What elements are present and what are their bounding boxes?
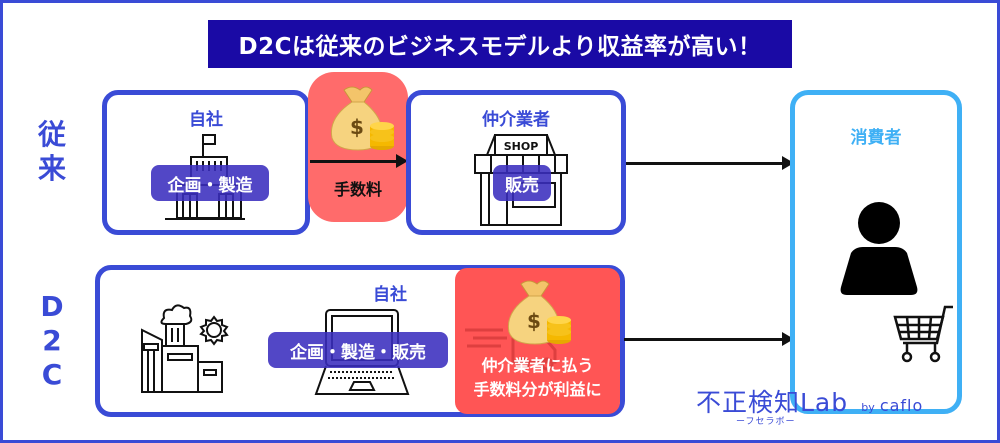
d2c-company-role: 企画・製造・販売 xyxy=(268,332,448,368)
role-text: 企画・製造 xyxy=(167,175,253,196)
row-label-char: 従 xyxy=(37,118,66,151)
profit-text: 仲介業者に払う 手数料分が利益に xyxy=(455,354,620,402)
intermediary-role: 販売 xyxy=(493,165,551,201)
factory-icon xyxy=(141,304,229,393)
shop-sign-text: SHOP xyxy=(504,140,539,153)
arrow-line xyxy=(624,338,786,341)
traditional-company-box: 自社 企画・製造 xyxy=(102,90,310,235)
arrow-line xyxy=(310,160,398,163)
money-bag-icon: $ xyxy=(330,86,394,151)
profit-text-line: 仲介業者に払う xyxy=(481,356,594,375)
row-label-char: C xyxy=(41,358,63,391)
d2c-company-title: 自社 xyxy=(373,285,407,305)
money-bag-icon: $ xyxy=(507,280,571,345)
intermediary-title: 仲介業者 xyxy=(482,110,550,130)
logo-main-text: 不正検知Lab xyxy=(696,388,849,417)
profit-text-line: 手数料分が利益に xyxy=(473,380,602,399)
row-label-char: 2 xyxy=(42,324,62,357)
row-label-d2c: D 2 C xyxy=(32,290,72,392)
consumer-title: 消費者 xyxy=(850,128,902,148)
intermediary-box: 仲介業者 SHOP 販売 xyxy=(406,90,626,235)
svg-text:$: $ xyxy=(527,309,541,333)
role-text: 販売 xyxy=(505,175,539,196)
row-label-char: D xyxy=(40,290,64,323)
title-banner: D2Cは従来のビジネスモデルより収益率が高い！ xyxy=(208,20,792,68)
arrow-head-icon xyxy=(396,154,408,168)
title-text: D2Cは従来のビジネスモデルより収益率が高い！ xyxy=(238,34,762,60)
logo-brand-text: caflo xyxy=(879,396,924,415)
traditional-company-role: 企画・製造 xyxy=(151,165,269,201)
person-icon xyxy=(840,202,918,295)
row-label-char: 来 xyxy=(37,152,66,185)
fee-card: $ 手数料 xyxy=(308,72,408,222)
shopping-cart-icon xyxy=(893,305,953,363)
traditional-company-title: 自社 xyxy=(189,110,223,130)
delivery-truck-icon xyxy=(465,328,557,371)
logo: 不正検知Lab by caflo xyxy=(696,383,923,419)
row-label-traditional: 従 来 xyxy=(32,118,72,186)
logo-subtitle: ーフセラボー xyxy=(736,417,796,427)
role-text: 企画・製造・販売 xyxy=(290,342,426,363)
consumer-box: 消費者 xyxy=(790,90,962,414)
svg-text:$: $ xyxy=(350,115,364,139)
arrow-line xyxy=(626,162,786,165)
profit-card: $ 仲介業者に払う 手数料分が利益に xyxy=(455,268,620,414)
logo-by-text: by xyxy=(861,401,875,414)
fee-label: 手数料 xyxy=(333,180,382,199)
